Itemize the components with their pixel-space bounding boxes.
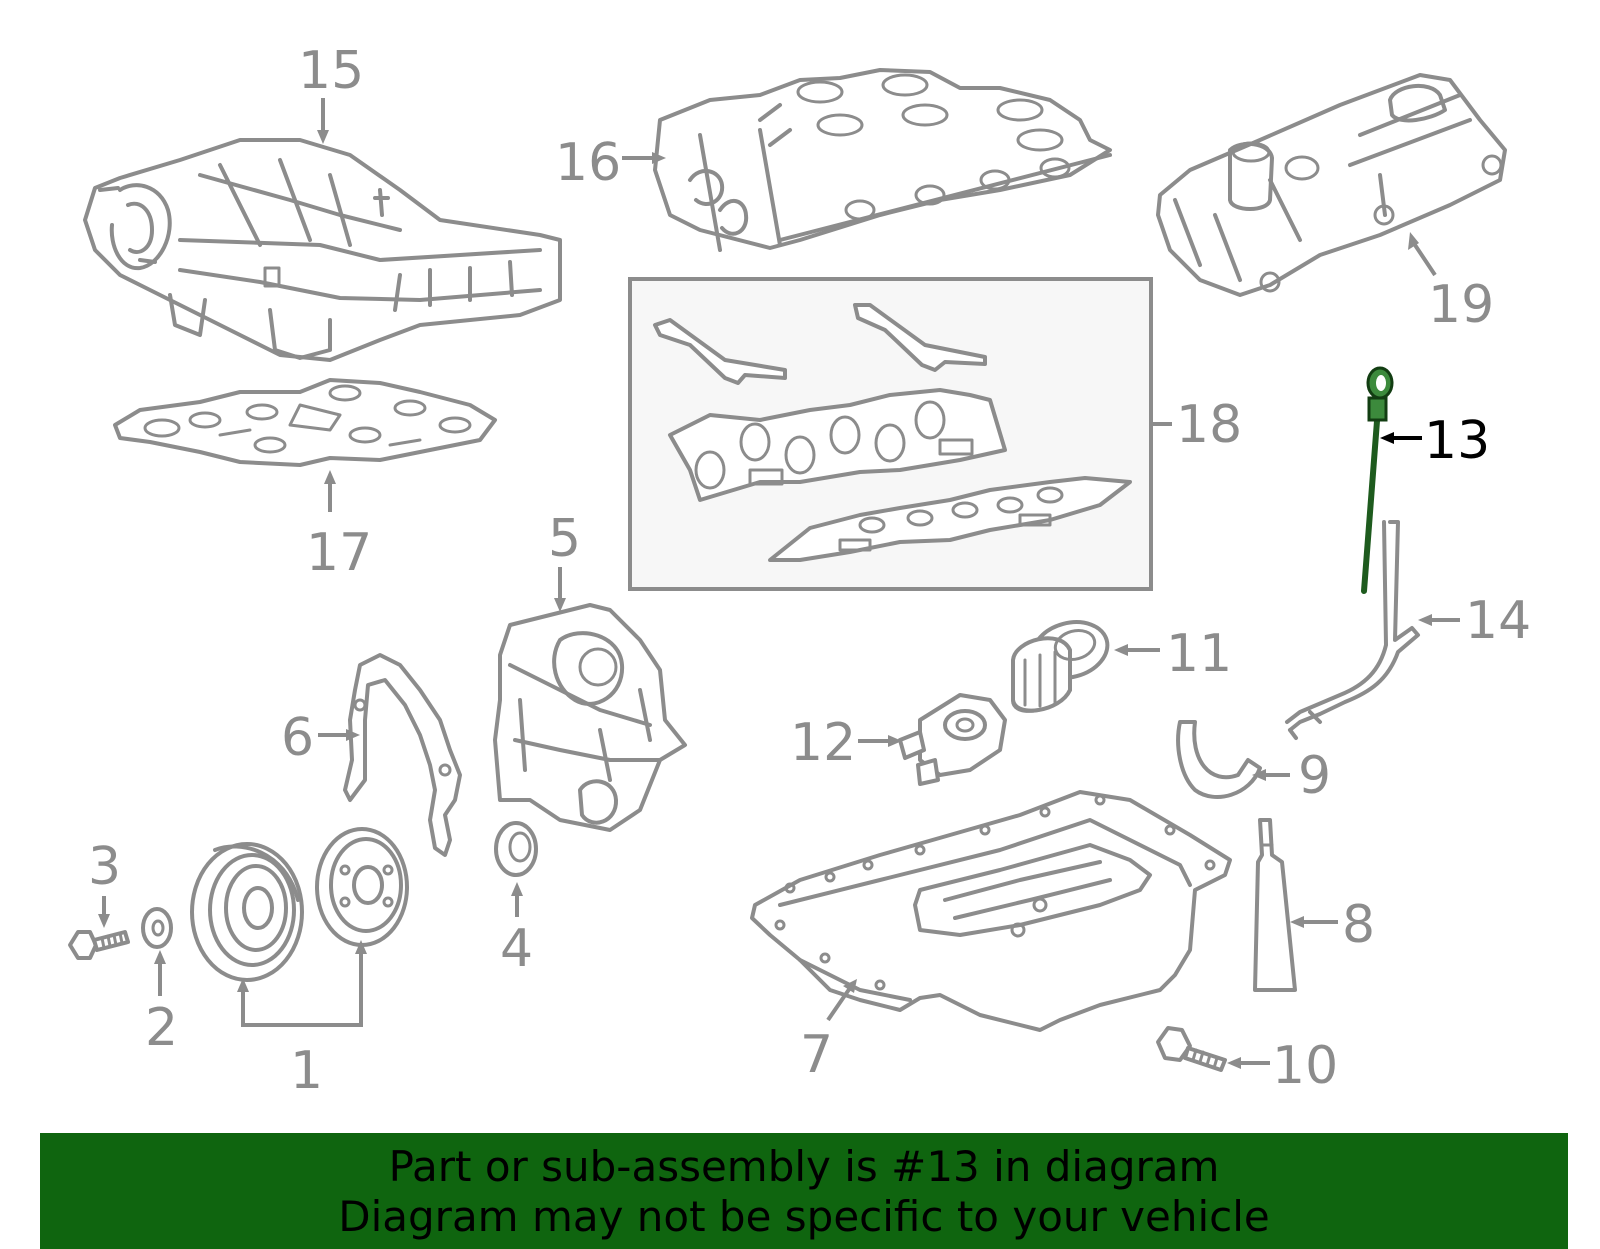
- part-12-filter-adapter: [898, 693, 1007, 786]
- part-1-pulleys: [190, 827, 409, 982]
- callout-18: 18: [1176, 395, 1242, 455]
- callout-4: 4: [500, 919, 533, 979]
- callout-1: 1: [290, 1041, 323, 1101]
- leader-lines: [98, 98, 1460, 1069]
- part-info-banner: Part or sub-assembly is #13 in diagram D…: [40, 1133, 1568, 1249]
- part-15-intake-manifold: [83, 138, 562, 362]
- part-17-intake-gasket: [113, 378, 497, 467]
- part-9-seal: [1176, 720, 1262, 799]
- part-7-oil-pan: [750, 790, 1232, 1032]
- callout-2: 2: [145, 998, 178, 1058]
- part-6-timing-cover-gasket: [343, 653, 462, 857]
- callout-16: 16: [555, 133, 621, 193]
- part-13-dipstick: [1361, 366, 1394, 594]
- part-8-sealant-tube: [1253, 818, 1297, 992]
- callout-6: 6: [281, 708, 314, 768]
- callout-19: 19: [1428, 275, 1494, 335]
- callout-13: 13: [1424, 411, 1490, 471]
- callout-labels: 15 16 19 17 18 13 5 14 11 6 12 9 3 8 4 2…: [88, 41, 1531, 1101]
- callout-15: 15: [298, 41, 364, 101]
- callout-3: 3: [88, 837, 121, 897]
- part-19-valve-cover: [1156, 73, 1507, 297]
- callout-12: 12: [790, 713, 856, 773]
- part-11-oil-filter: [1011, 620, 1110, 713]
- part-18-gasket-kit: [628, 277, 1153, 591]
- part-3-bolt: [68, 930, 130, 960]
- part-16-manifold-assembly: [653, 68, 1112, 252]
- part-2-washer: [141, 907, 173, 949]
- part-5-timing-cover: [493, 603, 687, 832]
- callout-17: 17: [306, 523, 372, 583]
- banner-line-part-number: Part or sub-assembly is #13 in diagram: [388, 1142, 1220, 1191]
- callout-5: 5: [548, 509, 581, 569]
- callout-9: 9: [1298, 746, 1331, 806]
- part-14-dipstick-tube: [1285, 520, 1420, 740]
- callout-14: 14: [1465, 591, 1531, 651]
- banner-line-disclaimer: Diagram may not be specific to your vehi…: [338, 1192, 1270, 1241]
- callout-7: 7: [800, 1025, 833, 1085]
- callout-11: 11: [1166, 624, 1232, 684]
- callout-8: 8: [1342, 895, 1375, 955]
- part-4-seal: [494, 821, 538, 877]
- callout-10: 10: [1272, 1036, 1338, 1096]
- part-10-bolt: [1156, 1026, 1227, 1072]
